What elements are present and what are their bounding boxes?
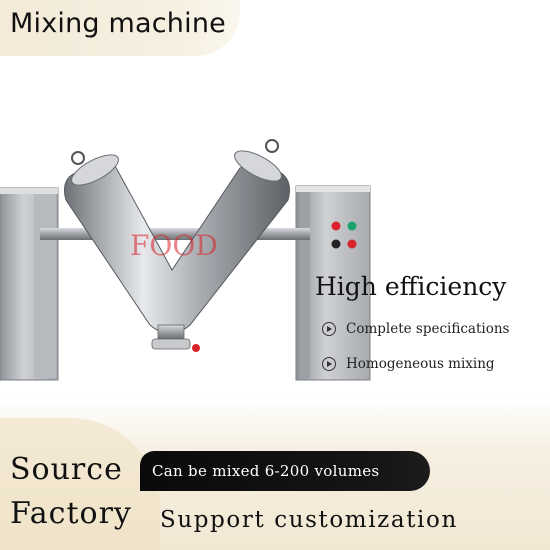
machine-watermark: FOOD (130, 229, 218, 262)
left-frame (0, 187, 59, 381)
play-circle-icon (322, 357, 336, 371)
feature-label: Complete specifications (346, 321, 510, 337)
play-circle-icon (322, 322, 336, 336)
feature-item: Homogeneous mixing (322, 356, 495, 372)
control-lights (331, 221, 357, 249)
feature-label: Homogeneous mixing (346, 356, 495, 372)
page-title: Mixing machine (10, 8, 226, 39)
v-mixer-machine-illustration: FOOD (0, 139, 371, 381)
factory-text: Factory (10, 496, 132, 531)
volumes-text: Can be mixed 6-200 volumes (152, 462, 380, 480)
feature-item: Complete specifications (322, 321, 509, 337)
headline-high-efficiency: High efficiency (315, 272, 507, 301)
volumes-bar (140, 451, 430, 491)
source-text: Source (10, 452, 123, 487)
title-banner: Mixing machine (0, 0, 240, 56)
control-cabinet (295, 185, 371, 381)
v-mixer-body: FOOD (64, 139, 290, 352)
support-customization-text: Support customization (160, 507, 458, 533)
